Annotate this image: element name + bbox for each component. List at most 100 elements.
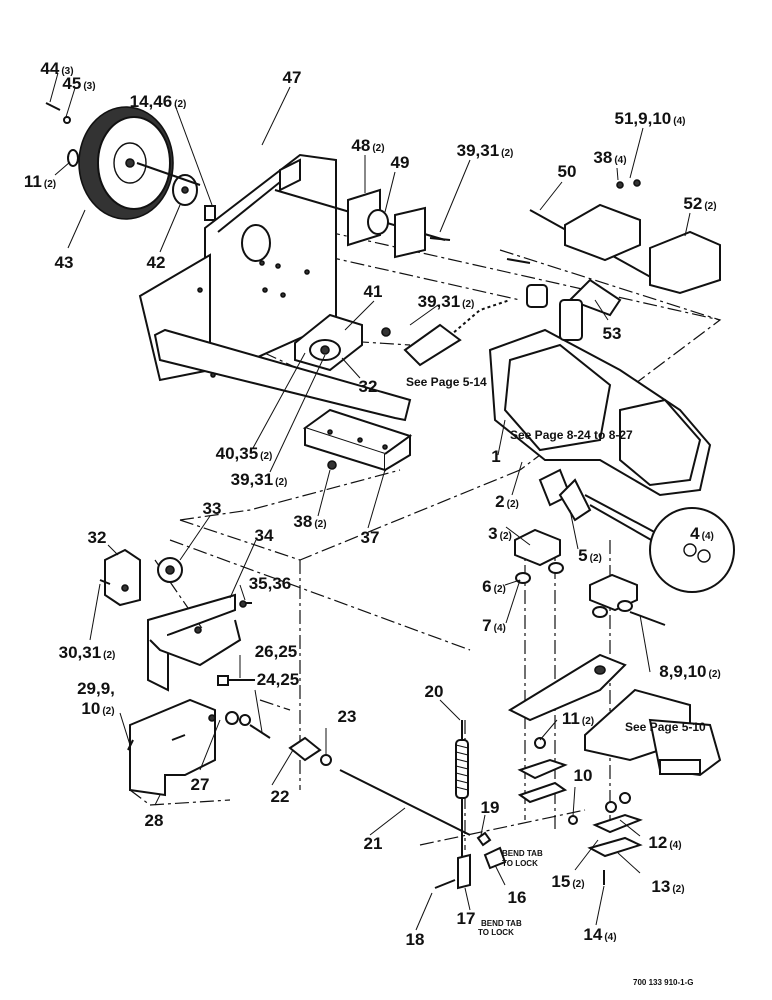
bolt-44	[45, 102, 61, 111]
hardware	[99, 579, 271, 751]
ball-joint-16	[483, 846, 507, 870]
control-arm	[507, 653, 722, 777]
callout-23: 23	[338, 707, 357, 726]
bearing-14-46	[204, 205, 216, 221]
callout-41: 41	[364, 282, 383, 301]
reference-notes: See Page 5-14 See Page 8-24 to 8-27 See …	[406, 375, 706, 987]
callout-3: 3(2)	[488, 524, 512, 543]
bracket-52a	[564, 203, 641, 262]
callout-39-31-mid: 39,31(2)	[418, 292, 475, 311]
callout-29-9: 29,9,	[77, 679, 115, 698]
callout-5: 5(2)	[578, 546, 602, 565]
nut-23	[320, 754, 332, 766]
bracket-41	[294, 313, 391, 372]
callout-28: 28	[145, 811, 164, 830]
spring-20	[455, 720, 469, 860]
wheel-assembly	[45, 102, 216, 221]
callout-47: 47	[283, 68, 302, 87]
flange-48b	[394, 206, 426, 259]
fitting-top	[559, 299, 583, 341]
nut-19	[476, 831, 492, 847]
callout-43: 43	[55, 253, 74, 272]
note-bend-tab-2b: TO LOCK	[478, 928, 514, 937]
callout-2: 2(2)	[495, 492, 519, 511]
callout-22: 22	[271, 787, 290, 806]
callout-26-25: 26,25	[255, 642, 298, 661]
callout-48: 48(2)	[351, 136, 384, 155]
callout-7: 7(4)	[482, 616, 506, 635]
rod-end-22	[288, 736, 322, 762]
plate-28	[129, 698, 216, 797]
callout-14-46: 14,46(2)	[130, 92, 187, 111]
bracket-53	[568, 278, 622, 317]
clamp-plates	[517, 737, 643, 885]
callout-4: 4(4)	[690, 524, 714, 543]
callout-50: 50	[558, 162, 577, 181]
callout-12: 12(4)	[648, 833, 681, 852]
note-bend-tab-2a: BEND TAB	[481, 919, 522, 928]
callout-32-low: 32	[88, 528, 107, 547]
callout-51-9-10: 51,9,10(4)	[615, 109, 686, 128]
callout-35-36: 35,36	[249, 574, 292, 593]
callout-39-31-low: 39,31(2)	[231, 470, 288, 489]
main-frame	[138, 153, 412, 422]
callout-49: 49	[391, 153, 410, 172]
callout-33: 33	[203, 499, 222, 518]
callout-labels: 44(3) 45(3) 14,46(2) 11(2) 43 42 47 48(2…	[24, 59, 721, 949]
callout-52: 52(2)	[683, 194, 716, 213]
shaft-50	[274, 179, 721, 317]
callout-11-top: 11(2)	[24, 172, 56, 191]
callout-6: 6(2)	[482, 577, 506, 596]
control-rod-21	[288, 736, 471, 836]
callout-38-mid: 38(2)	[293, 512, 326, 531]
callout-40-35: 40,35(2)	[216, 444, 273, 463]
lever-bracket-34	[147, 593, 247, 692]
note-see-page-5-14: See Page 5-14	[406, 375, 487, 389]
callout-21: 21	[364, 834, 383, 853]
callout-27: 27	[191, 775, 210, 794]
note-see-page-5-10: See Page 5-10	[625, 720, 706, 734]
channel-37	[302, 408, 413, 472]
leader-lines	[49, 72, 691, 931]
tab-17	[457, 853, 471, 890]
callout-42: 42	[147, 253, 166, 272]
callout-24-25: 24,25	[257, 670, 300, 689]
callout-44: 44(3)	[40, 59, 73, 78]
blocks	[514, 528, 666, 626]
callout-14-low: 14(4)	[583, 925, 616, 944]
callout-34: 34	[255, 526, 274, 545]
callout-18: 18	[406, 930, 425, 949]
washer-45	[63, 116, 71, 124]
callout-19: 19	[481, 798, 500, 817]
pivot-33	[157, 557, 183, 583]
callout-32-top: 32	[359, 377, 378, 396]
callout-38-top: 38(4)	[593, 148, 626, 167]
callout-11-low: 11(2)	[562, 709, 594, 728]
callout-1: 1	[491, 447, 500, 466]
hose-lines	[584, 494, 735, 593]
bearing-49	[367, 209, 389, 235]
callout-17: 17	[457, 909, 476, 928]
bracket-32-lower	[104, 548, 141, 607]
callout-39-31-top: 39,31(2)	[457, 141, 514, 160]
hardware-16-19	[434, 815, 578, 890]
callout-30-31: 30,31(2)	[59, 643, 116, 662]
washer-11	[67, 149, 79, 167]
callout-45: 45(3)	[62, 74, 95, 93]
hydro-pump	[403, 284, 712, 522]
callout-15: 15(2)	[551, 872, 584, 891]
callout-10-left: 10(2)	[81, 699, 114, 718]
note-see-page-8-24: See Page 8-24 to 8-27	[510, 428, 633, 442]
bolt-18	[434, 879, 456, 889]
drawing-code: 700 133 910-1-G	[633, 978, 694, 987]
callout-53: 53	[603, 324, 622, 343]
note-bend-tab-1a: BEND TAB	[502, 849, 543, 858]
callout-16: 16	[508, 888, 527, 907]
callout-10-low: 10	[574, 766, 593, 785]
callout-8-9-10: 8,9,10(2)	[659, 662, 721, 681]
callout-13: 13(2)	[651, 877, 684, 896]
mount-plate	[403, 323, 462, 367]
bracket-52b	[649, 230, 721, 295]
note-bend-tab-1b: TO LOCK	[502, 859, 538, 868]
